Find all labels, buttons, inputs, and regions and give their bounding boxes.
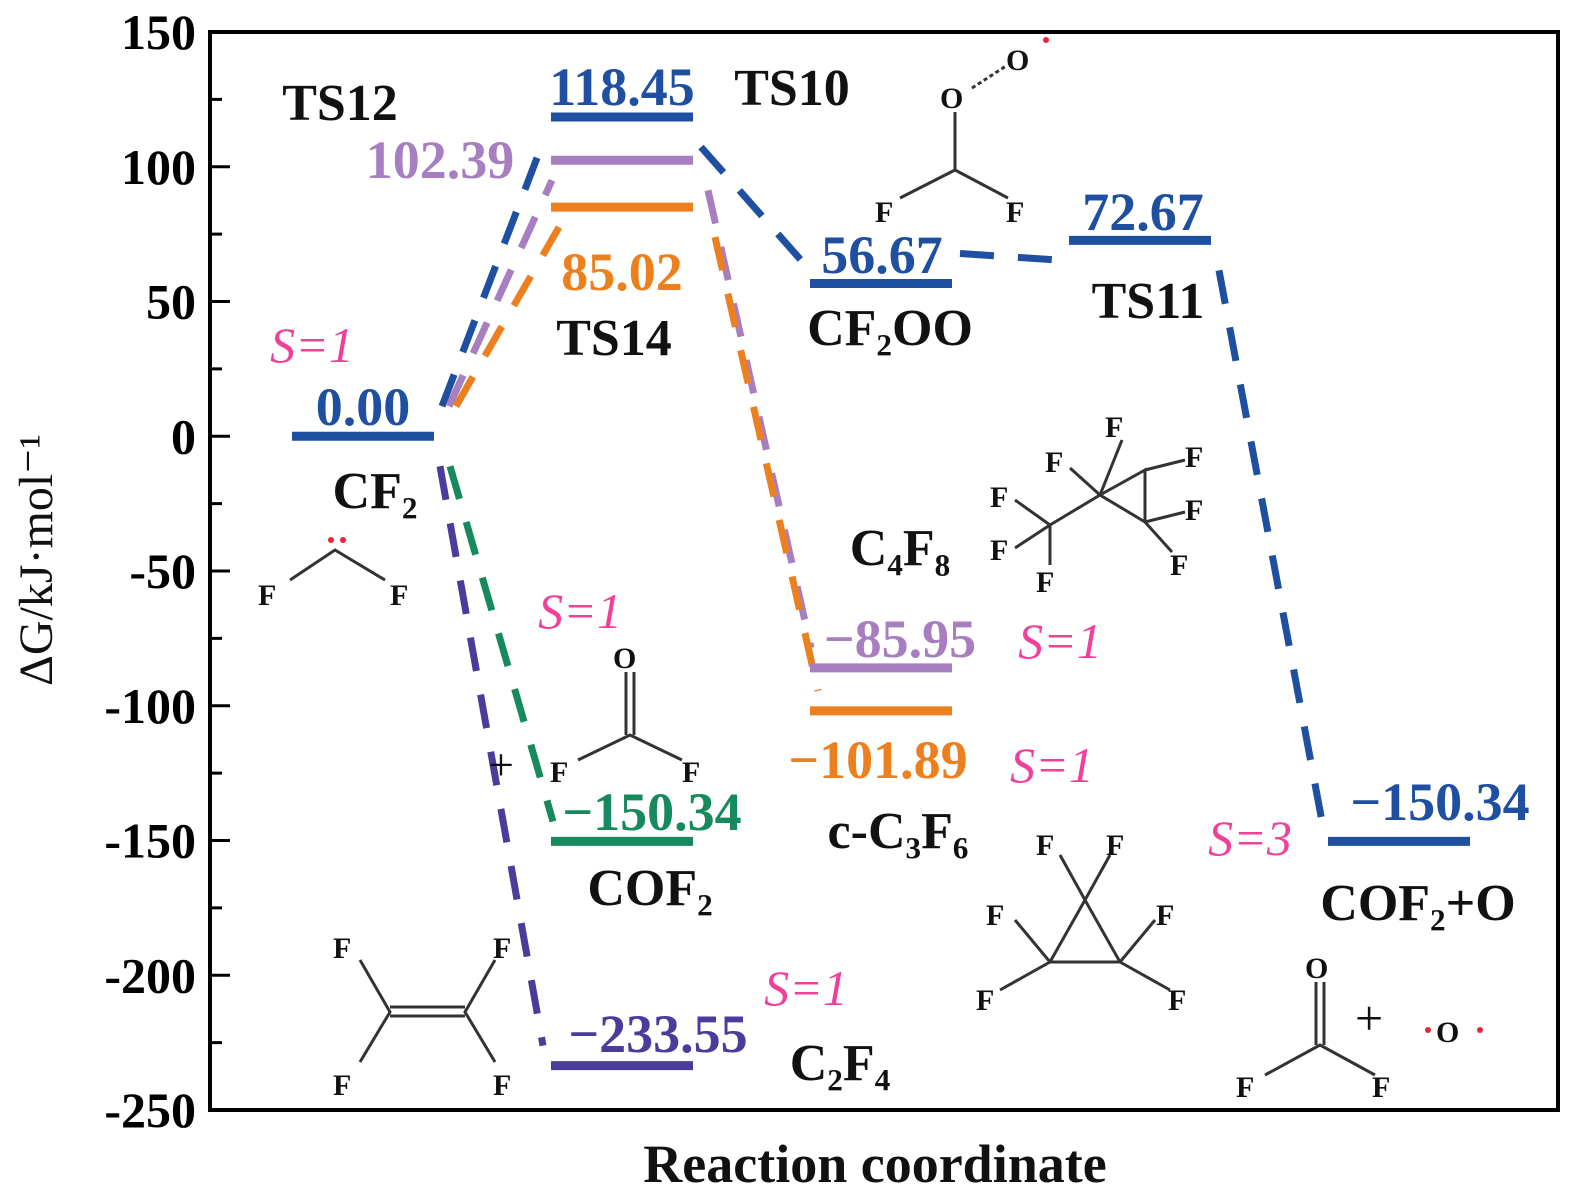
spin-multiplicity-label: S=1 — [538, 583, 622, 639]
connector-dashed-line — [711, 236, 822, 692]
atom-f: F — [1106, 829, 1124, 862]
atom-f: F — [1036, 566, 1054, 599]
energy-value-label: −150.34 — [562, 782, 741, 842]
atom-f: F — [1170, 549, 1188, 582]
energy-value-label: −85.95 — [824, 609, 976, 669]
atom-o: O — [1006, 44, 1029, 77]
y-tick-label: -50 — [129, 543, 196, 599]
atom-f: F — [550, 756, 568, 789]
atom-f: F — [1036, 829, 1054, 862]
energy-value-label: 0.00 — [316, 377, 411, 437]
energy-value-label: −233.55 — [568, 1004, 747, 1064]
species-label: C₄F₈ — [850, 520, 951, 577]
species-label: COF₂+O — [1320, 875, 1515, 932]
atom-f: F — [1045, 446, 1063, 479]
species-label: C₂F₄ — [790, 1035, 891, 1092]
atom-f: F — [986, 899, 1004, 932]
atom-f: F — [1156, 899, 1174, 932]
c4f8-molecule: F F F F F F F F — [990, 411, 1203, 599]
atom-f: F — [258, 579, 276, 612]
plus-sign: + — [1355, 990, 1383, 1046]
atom-f: F — [976, 984, 994, 1017]
y-tick-label: 150 — [121, 4, 196, 60]
atom-f: F — [493, 1069, 511, 1102]
connector-dashed-line — [698, 144, 807, 266]
energy-value-label: 85.02 — [561, 242, 683, 302]
energy-value-label: 118.45 — [549, 57, 695, 117]
atom-f: F — [493, 932, 511, 965]
spin-multiplicity-label: S=1 — [270, 317, 354, 373]
y-tick-label: -150 — [104, 813, 196, 869]
energy-value-label: 56.67 — [821, 225, 943, 285]
connector-dashed-line — [1215, 269, 1326, 823]
species-label: TS11 — [1092, 273, 1205, 330]
atom-f: F — [682, 756, 700, 789]
atom-f: F — [1185, 441, 1203, 474]
c2f4-molecule: F F F F — [333, 932, 511, 1102]
y-tick-label: -200 — [104, 947, 196, 1003]
radical-dot — [1425, 1027, 1431, 1033]
species-label: c-C₃F₆ — [828, 803, 969, 860]
connector-dashed-line — [445, 178, 556, 408]
energy-value-label: 72.67 — [1082, 182, 1204, 242]
species-label: TS14 — [556, 310, 672, 367]
cf2oo-molecule: O O F F — [875, 37, 1049, 229]
spin-multiplicity-label: S=1 — [764, 960, 848, 1016]
energy-value-label: −150.34 — [1350, 772, 1529, 832]
species-label: CF₂ — [333, 463, 418, 520]
radical-dot — [1043, 37, 1049, 43]
atom-o: O — [1436, 1016, 1459, 1049]
atom-f: F — [875, 196, 893, 229]
connector-dashed-line — [436, 465, 547, 1047]
y-tick-label: 0 — [171, 408, 196, 464]
species-label: TS10 — [734, 60, 850, 117]
atom-f: F — [1105, 411, 1123, 444]
atom-f: F — [333, 932, 351, 965]
y-axis-label: ΔG/kJ·mol⁻¹ — [10, 434, 63, 686]
species-label: TS12 — [282, 75, 398, 132]
species-label: CF₂OO — [807, 300, 973, 357]
spin-multiplicity-label: S=3 — [1208, 810, 1292, 866]
connector-dashed-line — [959, 250, 1064, 264]
c-c3f6-molecule: F F F F F F — [976, 829, 1186, 1017]
cof2-plus-o-molecule: O F F + O — [1236, 952, 1483, 1104]
lone-pair-dot — [340, 537, 346, 543]
cf2-molecule: F F — [258, 537, 408, 612]
energy-value-label: 102.39 — [366, 130, 515, 190]
cof2-molecule: O F F + — [488, 642, 700, 790]
atom-f: F — [333, 1069, 351, 1102]
energy-value-label: −101.89 — [788, 730, 967, 790]
atom-o: O — [1305, 952, 1328, 985]
atom-f: F — [990, 534, 1008, 567]
atom-f: F — [1006, 196, 1024, 229]
atom-f: F — [1168, 984, 1186, 1017]
atom-f: F — [1372, 1071, 1390, 1104]
atom-o: O — [613, 642, 636, 675]
y-tick-label: -250 — [104, 1082, 196, 1138]
connector-dashed-line — [446, 465, 557, 823]
spin-multiplicity-label: S=1 — [1010, 737, 1094, 793]
x-axis-label: Reaction coordinate — [643, 1134, 1106, 1194]
y-tick-label: 100 — [121, 139, 196, 195]
atom-o: O — [940, 82, 963, 115]
connector-dashed-line — [438, 135, 549, 408]
atom-f: F — [390, 579, 408, 612]
y-tick-label: 50 — [146, 274, 196, 330]
atom-f: F — [1236, 1071, 1254, 1104]
species-label: COF₂ — [587, 860, 712, 917]
connector-dashed-line — [452, 225, 563, 408]
atom-f: F — [1185, 494, 1203, 527]
atom-f: F — [990, 481, 1008, 514]
lone-pair-dot — [328, 537, 334, 543]
radical-dot — [1477, 1027, 1483, 1033]
plus-sign: + — [488, 739, 514, 790]
y-tick-label: -100 — [104, 678, 196, 734]
spin-multiplicity-label: S=1 — [1018, 613, 1102, 669]
